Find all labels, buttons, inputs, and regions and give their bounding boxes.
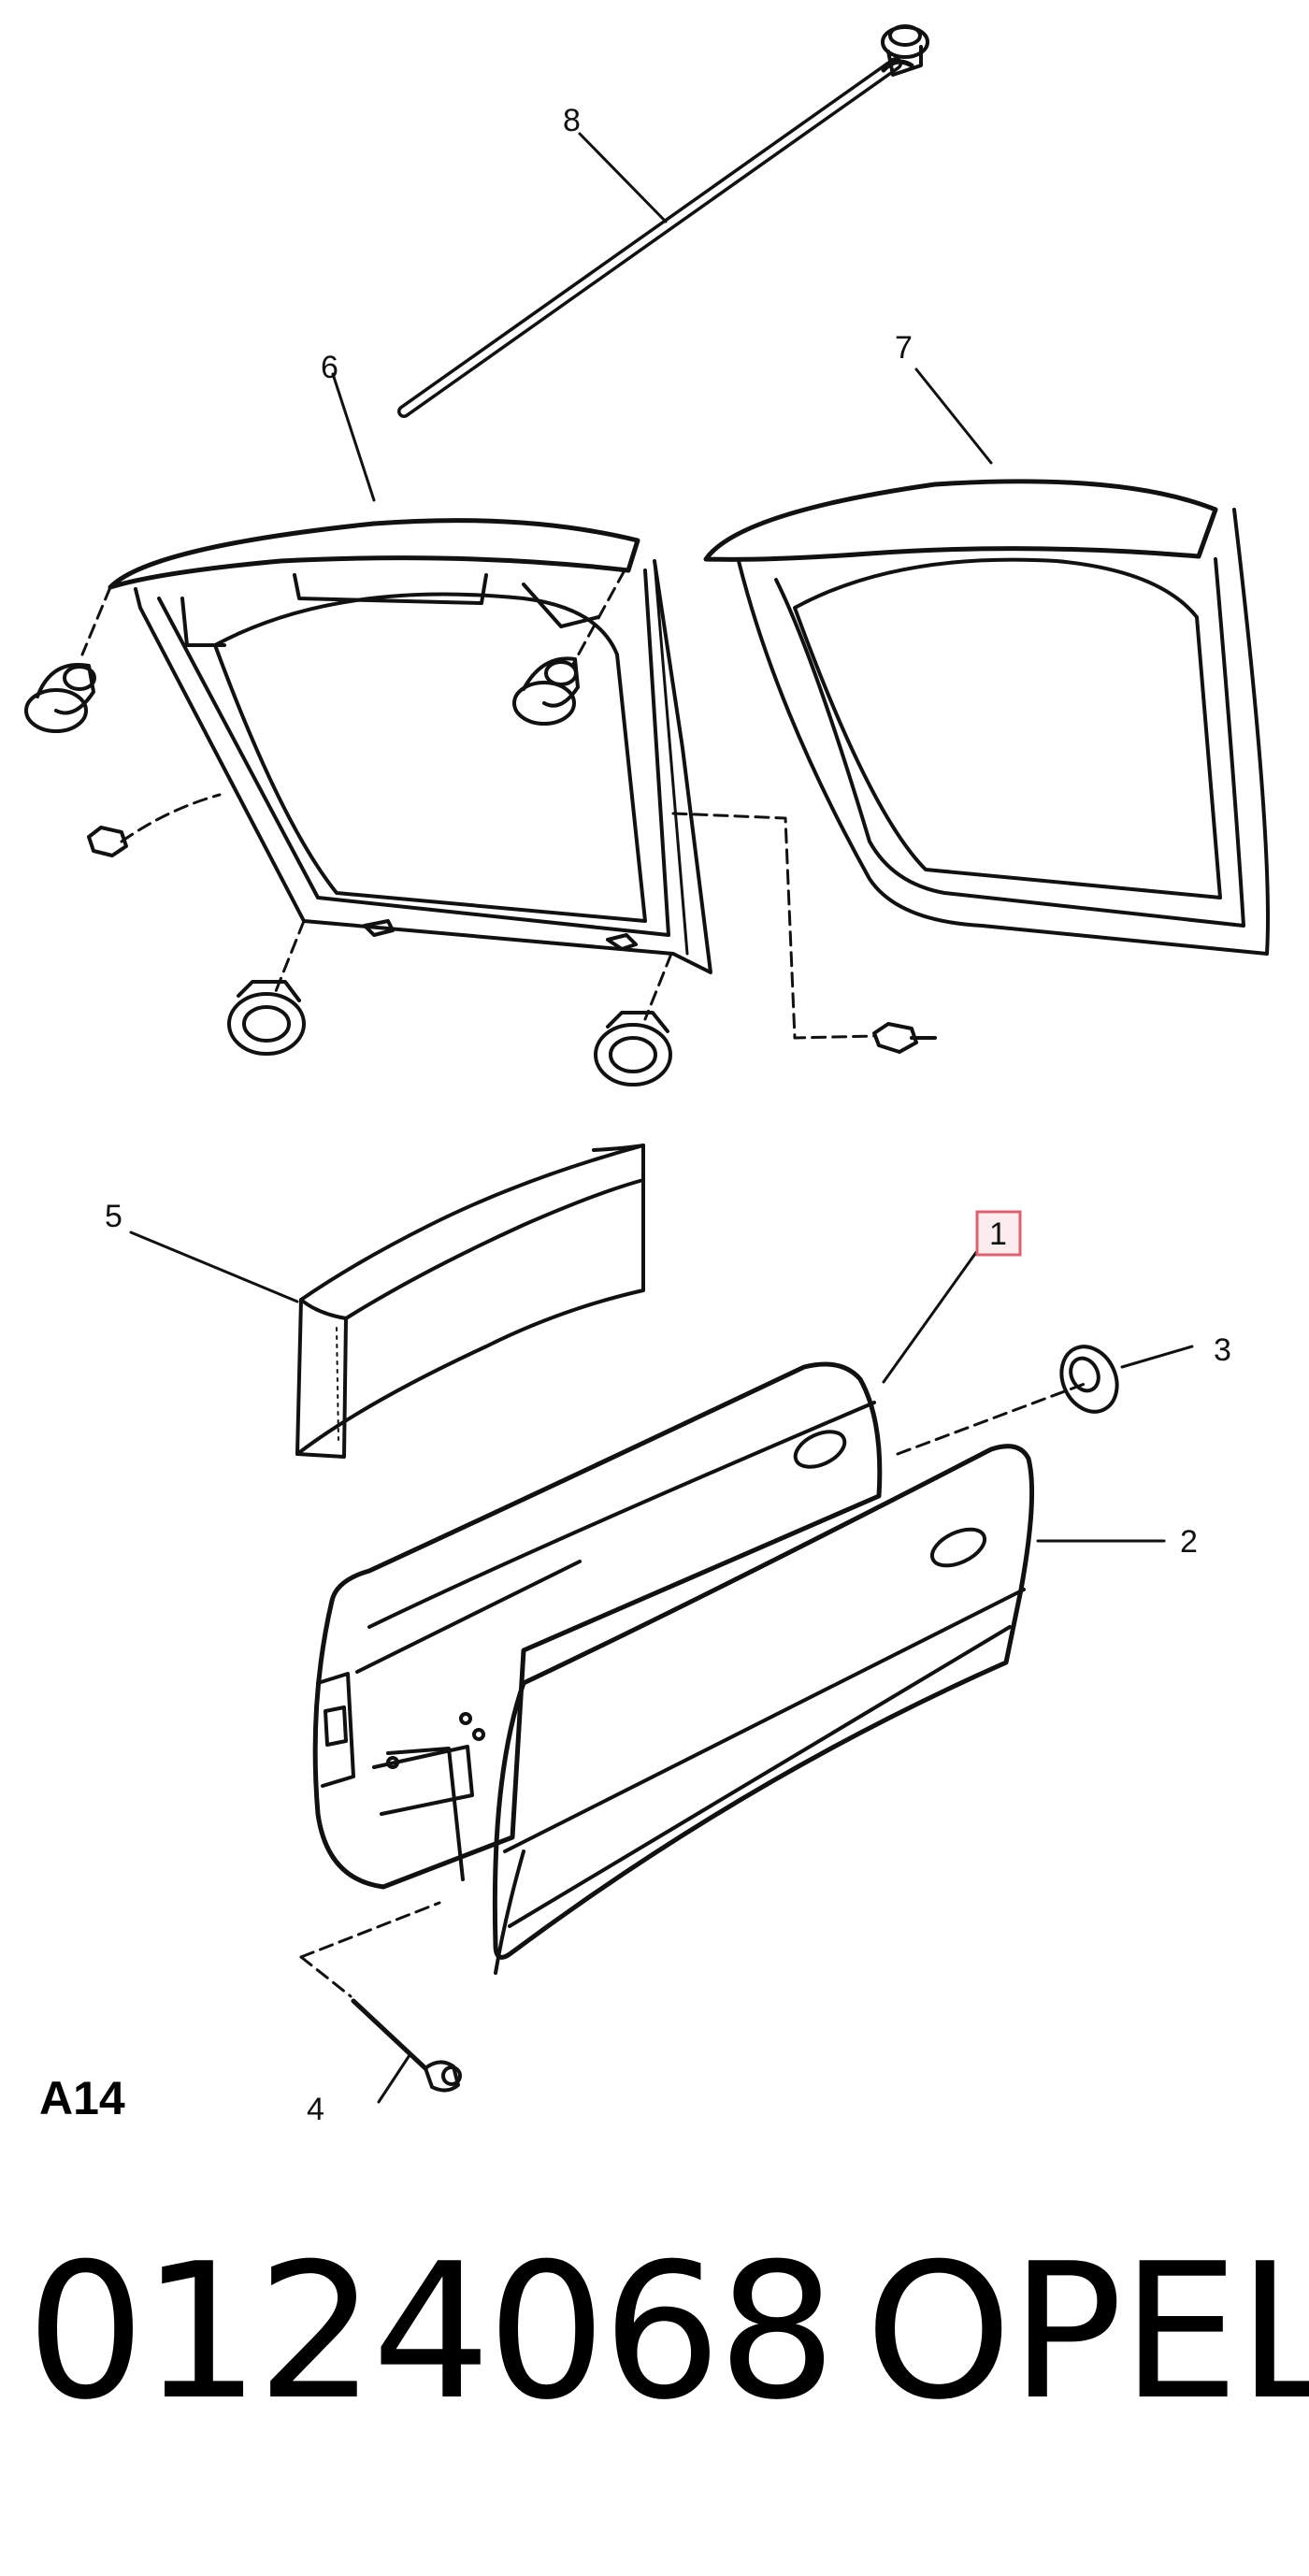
part-4-clip bbox=[351, 1998, 462, 2093]
brand-name: OPEL bbox=[865, 2223, 1309, 2441]
part-3-plug bbox=[1059, 1345, 1119, 1414]
alignment-lines bbox=[299, 1382, 1086, 1998]
section-code: A14 bbox=[39, 2072, 125, 2124]
part-6-fasteners bbox=[24, 656, 937, 1087]
callout-8: 8 bbox=[563, 103, 581, 138]
callout-1-highlight-box[interactable] bbox=[975, 1210, 1022, 1257]
callout-4: 4 bbox=[307, 2092, 324, 2127]
callout-1[interactable]: 1 bbox=[989, 1216, 1007, 1252]
callout-5: 5 bbox=[105, 1199, 122, 1234]
part-5-foam-block bbox=[295, 1144, 645, 1459]
callout-2: 2 bbox=[1180, 1524, 1198, 1560]
part-6-leader-lines bbox=[80, 568, 876, 1040]
callout-1-highlight-fill bbox=[977, 1212, 1020, 1255]
part-6-door-trim-panel bbox=[108, 518, 712, 974]
part-7-trim-panel bbox=[703, 479, 1270, 956]
callout-6: 6 bbox=[321, 350, 338, 385]
part-1-door-shell bbox=[312, 1361, 883, 1890]
callout-3: 3 bbox=[1214, 1332, 1231, 1368]
callout-labels: 8 6 7 5 1 3 2 4 bbox=[105, 103, 1231, 2127]
callout-7: 7 bbox=[895, 330, 913, 366]
part-number: 0124068 bbox=[26, 2223, 837, 2441]
callout-leaders bbox=[129, 132, 1194, 2104]
part-8-cable bbox=[397, 24, 929, 418]
part-2-door-skin bbox=[492, 1444, 1035, 1975]
